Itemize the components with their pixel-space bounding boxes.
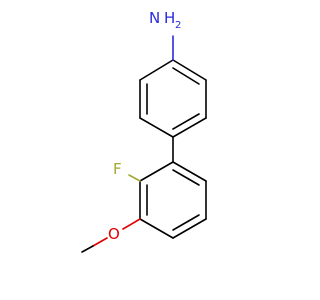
bond-ring1-d bbox=[139, 117, 174, 138]
bond-ring2-f bbox=[172, 161, 207, 182]
bond-ring2-inner-2 bbox=[172, 214, 200, 231]
bond-ring2-inner-3 bbox=[172, 169, 200, 186]
bond-c-o bbox=[122, 218, 141, 230]
bond-ring1-inner-2 bbox=[172, 113, 200, 130]
bond-ring2-d bbox=[172, 218, 207, 239]
fluorine-label: F bbox=[113, 160, 122, 178]
amine-h-count: 2 bbox=[175, 20, 181, 31]
bond-ring1-f bbox=[139, 59, 174, 81]
aminophenyl-ring bbox=[139, 59, 207, 138]
bond-ring2-c bbox=[139, 218, 174, 239]
bond-ring1-inner-1 bbox=[172, 67, 200, 85]
bond-ring1-a bbox=[172, 59, 207, 81]
molecule-structure: N H 2 F O bbox=[81, 9, 207, 253]
bond-ring1-c bbox=[172, 117, 207, 138]
amine-n-label: N bbox=[149, 9, 160, 27]
oxygen-label: O bbox=[108, 225, 120, 243]
bond-o-ch3 bbox=[92, 237, 108, 247]
bond-c-f bbox=[128, 174, 141, 182]
fluoro-methoxyphenyl-ring bbox=[139, 161, 207, 239]
amine-h-label: H bbox=[164, 9, 175, 27]
bond-ring2-a bbox=[139, 161, 174, 182]
bond-methyl bbox=[81, 245, 94, 253]
